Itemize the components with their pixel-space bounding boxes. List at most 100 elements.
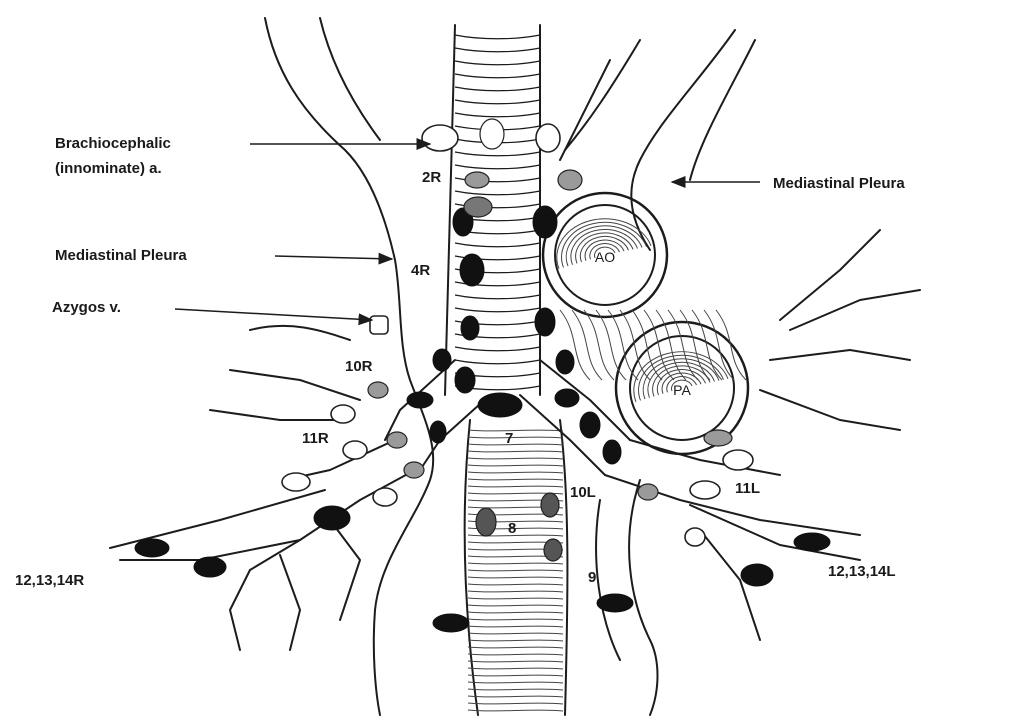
- station-9-label: 9: [588, 569, 596, 586]
- esophagus-striation: [468, 465, 563, 466]
- node-black: [597, 594, 633, 612]
- trachea-ring: [455, 308, 540, 312]
- trachea-ring: [455, 74, 540, 78]
- mediastinal-pleura-right-label: Mediastinal Pleura: [773, 175, 905, 192]
- node-black: [430, 421, 446, 443]
- station-10r-label: 10R: [345, 358, 373, 375]
- node-black: [533, 206, 557, 238]
- esophagus-striation: [468, 591, 563, 592]
- node-black: [407, 392, 433, 408]
- node-white: [282, 473, 310, 491]
- esophagus-striation: [468, 563, 563, 564]
- arch-hatching: [596, 310, 626, 380]
- esophagus-striation: [468, 696, 563, 697]
- esophagus: [465, 420, 568, 715]
- station-11l-label: 11L: [735, 480, 760, 497]
- aorta: AO: [543, 193, 667, 317]
- esophagus-striation: [468, 703, 563, 704]
- esophagus-striation: [468, 647, 563, 648]
- station-12-14r-label: 12,13,14R: [15, 572, 84, 589]
- esophagus-striation: [468, 654, 563, 655]
- esophagus-striation: [468, 472, 563, 473]
- station-2r-label: 2R: [422, 169, 441, 186]
- esophagus-striation: [468, 458, 563, 459]
- node-gray: [404, 462, 424, 478]
- node-black: [741, 564, 773, 586]
- trachea-ring: [455, 295, 540, 299]
- esophagus-striation: [468, 633, 563, 634]
- station-4r-label: 4R: [411, 262, 430, 279]
- trachea-ring: [455, 243, 540, 247]
- node-black: [580, 412, 600, 438]
- esophagus-striation: [468, 605, 563, 606]
- brachiocephalic-label-2: (innominate) a.: [55, 160, 162, 177]
- node-black: [461, 316, 479, 340]
- trachea-ring: [455, 360, 540, 364]
- arch-hatching: [620, 310, 650, 380]
- node-black: [555, 389, 579, 407]
- pleural-outlines: [265, 18, 755, 715]
- trachea-ring: [455, 165, 540, 169]
- esophagus-striation: [468, 430, 563, 431]
- esophagus-striation: [468, 661, 563, 662]
- node-gray: [387, 432, 407, 448]
- node-gray: [476, 508, 496, 536]
- esophagus-striation: [468, 584, 563, 585]
- station-11r-label: 11R: [302, 430, 329, 447]
- mediastinal-pleura-left-label: Mediastinal Pleura: [55, 247, 187, 264]
- node-gray: [558, 170, 582, 190]
- esophagus-striation: [468, 689, 563, 690]
- node-white: [373, 488, 397, 506]
- node-black: [135, 539, 169, 557]
- trachea-ring: [455, 113, 540, 117]
- node-black: [455, 367, 475, 393]
- node-white: [723, 450, 753, 470]
- station-8-label: 8: [508, 520, 516, 537]
- esophagus-striation: [468, 619, 563, 620]
- esophagus-striation: [468, 675, 563, 676]
- trachea-ring: [455, 191, 540, 195]
- node-gray: [541, 493, 559, 517]
- node-black: [535, 308, 555, 336]
- esophagus-striation: [468, 640, 563, 641]
- node-black: [314, 506, 350, 530]
- node-white: [690, 481, 720, 499]
- station-12-14l-label: 12,13,14L: [828, 563, 896, 580]
- node-white: [685, 528, 705, 546]
- node-gray: [480, 119, 504, 149]
- node-black: [556, 350, 574, 374]
- trachea-ring: [455, 347, 540, 351]
- node-gray: [465, 172, 489, 188]
- esophagus-striation: [468, 598, 563, 599]
- node-gray: [368, 382, 388, 398]
- azygos-vein: [370, 316, 388, 334]
- esophagus-striation: [468, 577, 563, 578]
- pa-label: PA: [673, 382, 691, 398]
- arch-hatching: [704, 310, 734, 380]
- esophagus-striation: [468, 437, 563, 438]
- node-black: [603, 440, 621, 464]
- node-black: [433, 614, 469, 632]
- node-gray: [638, 484, 658, 500]
- esophagus-striation: [468, 570, 563, 571]
- node-gray: [704, 430, 732, 446]
- trachea-ring: [455, 87, 540, 91]
- trachea-ring: [455, 100, 540, 104]
- esophagus-striation: [468, 626, 563, 627]
- brachiocephalic-label: Brachiocephalic: [55, 135, 171, 152]
- station-7-label: 7: [505, 430, 513, 447]
- trachea-ring: [455, 152, 540, 156]
- node-gray: [464, 197, 492, 217]
- trachea-ring: [455, 61, 540, 65]
- esophagus-striation: [468, 486, 563, 487]
- esophagus-striation: [468, 682, 563, 683]
- node-white: [331, 405, 355, 423]
- aorta-label: AO: [595, 249, 615, 265]
- lymph-nodes: [135, 119, 830, 632]
- arch-hatching: [572, 310, 602, 380]
- node-gray: [544, 539, 562, 561]
- trachea-ring: [455, 35, 540, 39]
- arch-hatching: [584, 310, 614, 380]
- trachea-ring: [455, 48, 540, 52]
